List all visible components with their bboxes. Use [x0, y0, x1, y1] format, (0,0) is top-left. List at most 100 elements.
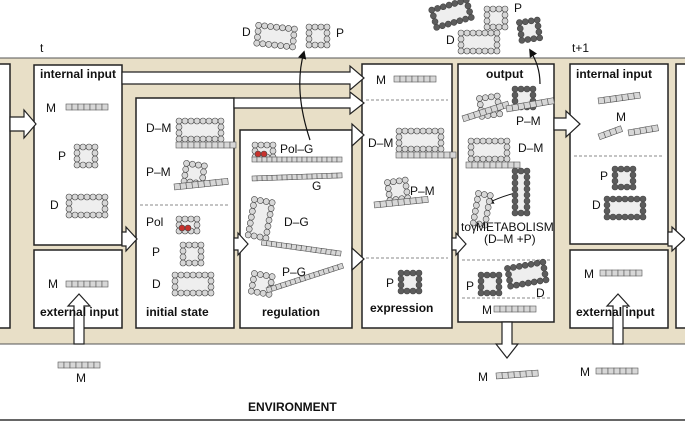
label-regulation: regulation	[262, 305, 320, 319]
molecule-DM-expression-ring	[395, 127, 445, 153]
pol-red-bead-1	[178, 224, 186, 232]
molecule-PolG-chain	[251, 156, 343, 163]
label-internal-input: internal input	[40, 67, 116, 81]
label-metabolism: METABOLISM	[476, 220, 554, 234]
label-environment: ENVIRONMENT	[248, 400, 337, 414]
molecule-PM-expression-ring	[384, 176, 412, 204]
molecule-DM-initial-chain	[175, 141, 237, 149]
label-P-initial: P	[152, 245, 160, 259]
label-M-next: M	[616, 110, 626, 124]
molecule-M-next-external	[599, 269, 643, 277]
label-M-next-external: M	[584, 267, 594, 281]
molecule-DM-output-chain	[465, 161, 521, 169]
molecule-D-internal	[65, 193, 109, 219]
arrow-regulation-release	[298, 50, 311, 141]
label-expression: expression	[370, 301, 433, 315]
molecule-D-initial	[171, 271, 215, 297]
label-P-expression: P	[386, 276, 394, 290]
label-metabolism-formula: (D–M +P)	[484, 232, 536, 246]
label-D-output: D	[536, 286, 545, 300]
label-DM-expression: D–M	[368, 136, 393, 150]
molecule-PM-expression-chain	[373, 196, 429, 209]
molecule-M-internal	[65, 103, 109, 111]
molecule-DM-expression-chain	[395, 151, 457, 159]
arrow-top-to-expression-2	[233, 90, 365, 116]
molecule-P-internal	[73, 143, 99, 169]
label-to-gamma: toγ	[461, 220, 477, 234]
arrow-next-to-right	[667, 225, 685, 253]
molecule-M-next-2	[597, 125, 623, 141]
label-DM-output: D–M	[518, 141, 543, 155]
arrow-output-to-next	[553, 109, 581, 139]
label-PG: P–G	[282, 265, 306, 279]
arrow-output-release	[529, 48, 541, 85]
flow-arrows	[9, 64, 685, 359]
molecule-M-next-1	[597, 91, 641, 105]
molecule-P-released-dark	[516, 16, 544, 44]
molecule-DM-output-ring	[467, 137, 511, 163]
molecule-P-output-dark	[477, 271, 503, 297]
label-PolG: Pol–G	[280, 142, 313, 156]
label-next-internal-input: internal input	[576, 67, 652, 81]
polg-red-bead-1	[254, 150, 262, 158]
arrow-env-to-next-external	[605, 293, 631, 345]
label-next-external-input: external input	[576, 305, 655, 319]
time-label-t: t	[40, 41, 44, 55]
label-P-internal: P	[58, 149, 66, 163]
left-partial-box	[0, 63, 11, 329]
molecule-PM-output-chain-2	[505, 97, 555, 113]
arrow-regulation-to-expression-low	[351, 246, 365, 272]
label-M-env-right: M	[478, 370, 488, 384]
molecules-layer	[57, 0, 659, 380]
time-label-t-next: t+1	[572, 41, 589, 55]
label-PM-expression: P–M	[410, 184, 435, 198]
molecule-M-next-3	[627, 124, 659, 137]
arrow-output-to-env	[494, 321, 520, 359]
molecule-PG-chain	[265, 262, 345, 294]
pol-red-bead-2	[184, 224, 192, 232]
molecule-M-output	[493, 305, 537, 313]
label-M-env-left: M	[76, 371, 86, 385]
molecule-DG-chain	[260, 239, 342, 257]
label-DG: D–G	[284, 215, 309, 229]
molecule-P-initial	[179, 241, 205, 267]
label-initial-state: initial state	[146, 305, 209, 319]
right-partial-box	[675, 63, 685, 329]
label-P-output: P	[466, 279, 474, 293]
molecule-M-expression	[393, 75, 437, 83]
label-M-internal: M	[46, 101, 56, 115]
arrow-into-internal	[9, 108, 37, 140]
label-output: output	[486, 67, 523, 81]
label-M-output: M	[482, 303, 492, 317]
label-Pol-initial: Pol	[146, 215, 163, 229]
label-DM-initial: D–M	[146, 121, 171, 135]
label-M-external: M	[48, 277, 58, 291]
molecule-PG-ring	[248, 270, 276, 298]
molecule-P-next	[611, 165, 637, 191]
label-D-released-2: D	[446, 33, 455, 47]
label-M-env-far: M	[580, 365, 590, 379]
arrow-regulation-to-expression	[351, 122, 365, 148]
arrow-env-to-external	[66, 293, 92, 345]
label-P-released-2: P	[514, 1, 522, 15]
molecule-D-next	[603, 195, 647, 221]
arrow-top-to-expression-1	[121, 64, 365, 92]
molecule-M-env-right	[495, 369, 539, 380]
species-labels: M P D M M D–M P–M Pol P D Pol–G G D–G P–…	[46, 1, 626, 385]
molecule-D-released-1	[253, 21, 298, 51]
label-D-released-1: D	[242, 25, 251, 39]
molecule-P-released-2	[483, 5, 509, 31]
arrow-initial-to-regulation	[233, 231, 249, 257]
label-PM-output: P–M	[516, 114, 541, 128]
molecule-M-env-left	[57, 361, 101, 369]
label-PM-initial: P–M	[146, 165, 171, 179]
molecule-D-output-vertical	[469, 190, 494, 229]
molecule-PM-initial-chain	[173, 178, 229, 191]
molecule-DG-ring	[244, 196, 276, 242]
arrow-internal-to-initial	[121, 225, 138, 253]
label-G: G	[312, 179, 321, 193]
molecule-PM-output-chain-1	[461, 100, 510, 123]
arrow-expression-to-output	[451, 231, 467, 257]
molecule-M-external	[65, 280, 109, 288]
